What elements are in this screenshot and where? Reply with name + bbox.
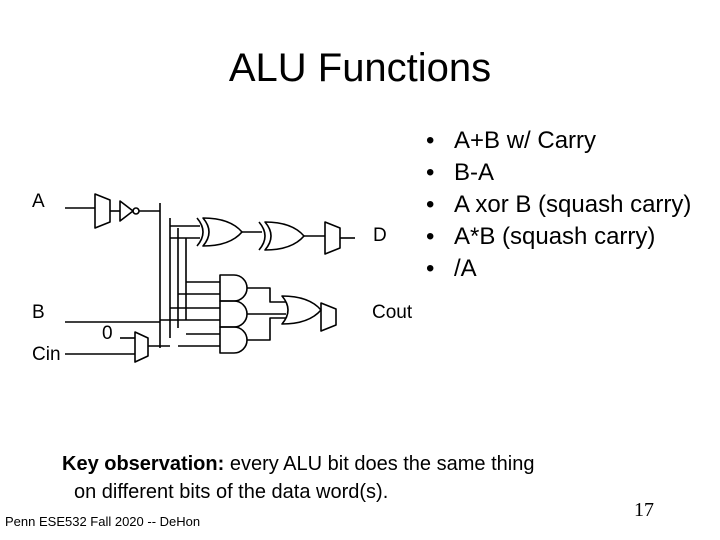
key-observation-text: every ALU bit does the same thing <box>224 453 535 475</box>
xor-gate-1-extra <box>196 217 204 247</box>
list-item: A*B (squash carry) <box>424 221 714 253</box>
footer-credit: Penn ESE532 Fall 2020 -- DeHon <box>5 514 201 529</box>
list-item: A+B w/ Carry <box>424 125 714 157</box>
list-item: /A <box>424 253 714 285</box>
list-item: B-A <box>424 157 714 189</box>
label-input-b: B <box>32 302 45 323</box>
and-gate-1 <box>219 274 248 302</box>
label-output-cout: Cout <box>372 302 413 323</box>
mux-cin <box>134 331 149 363</box>
alu-bit-circuit-diagram <box>65 193 355 363</box>
label-constant-zero: 0 <box>102 323 113 344</box>
wire-cin <box>65 345 170 355</box>
key-observation: Key observation: every ALU bit does the … <box>62 450 662 506</box>
mux-cout <box>320 302 337 332</box>
key-observation-label: Key observation: <box>62 453 225 475</box>
wire-and <box>160 281 220 347</box>
xor-gate-2-extra <box>258 221 266 251</box>
mux-a <box>94 193 111 229</box>
inverter-bubble <box>132 207 140 215</box>
page-title: ALU Functions <box>228 46 492 90</box>
label-input-cin: Cin <box>32 344 61 365</box>
label-input-a: A <box>32 191 45 212</box>
or-gate <box>281 295 322 325</box>
wire-or <box>247 287 286 341</box>
function-list: A+B w/ Carry B-A A xor B (squash carry) … <box>424 125 714 285</box>
page-number: 17 <box>634 499 654 521</box>
list-item: A xor B (squash carry) <box>424 189 714 221</box>
and-gate-3 <box>219 326 248 354</box>
xor-gate-2 <box>264 221 305 251</box>
inverter <box>119 200 134 222</box>
label-output-d: D <box>373 225 387 246</box>
mux-d <box>324 221 341 255</box>
and-gate-2 <box>219 300 248 328</box>
wire-xor <box>170 225 325 239</box>
xor-gate-1 <box>202 217 243 247</box>
key-observation-continuation: on different bits of the data word(s). <box>74 481 389 503</box>
